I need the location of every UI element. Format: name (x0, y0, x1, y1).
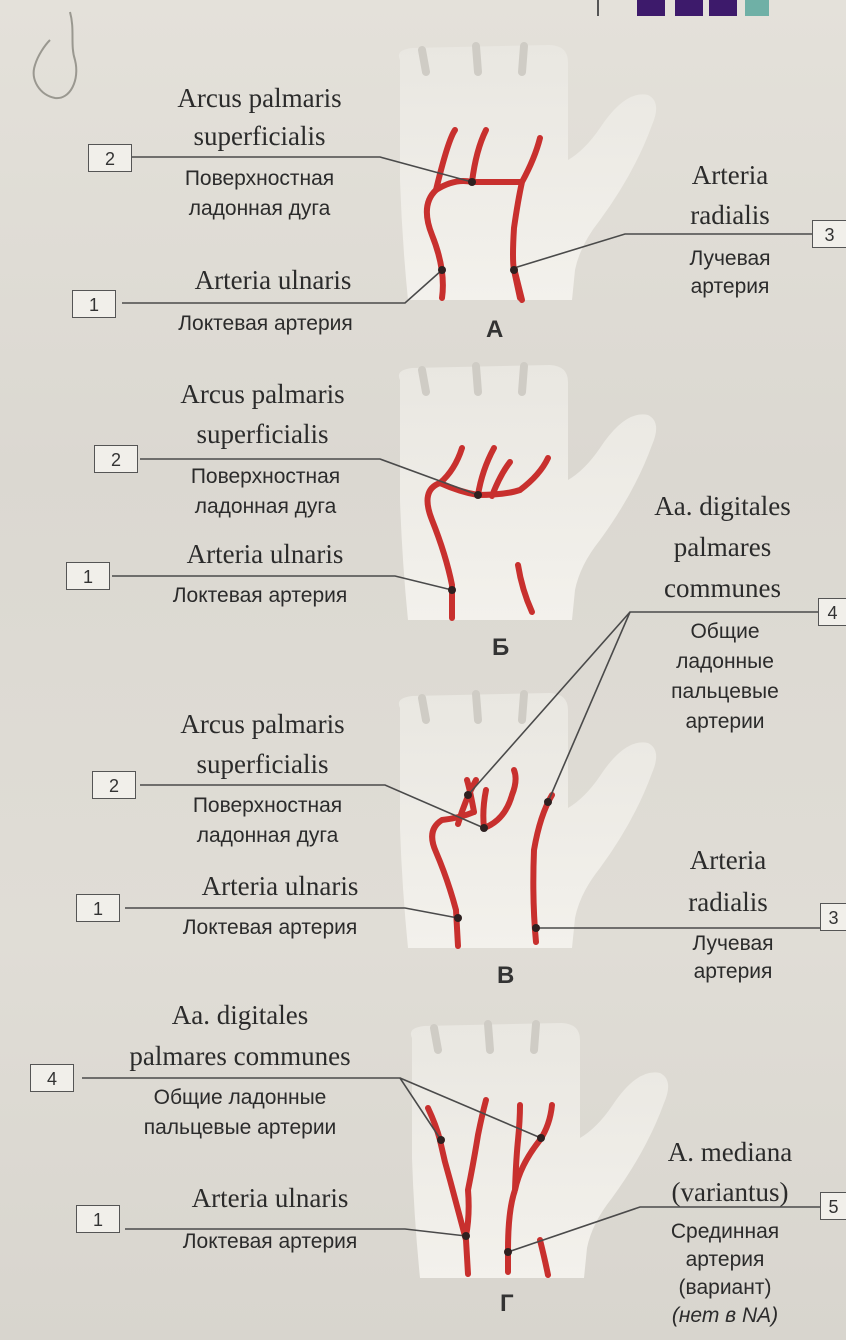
label-russian: Локтевая артерия (135, 1228, 405, 1256)
label-russian: ладонная дуга (148, 493, 383, 521)
label-russian: Срединная (650, 1218, 800, 1245)
label-latin: superficialis (155, 746, 370, 783)
label-latin: palmares communes (90, 1038, 390, 1075)
panel-letter: А (486, 316, 503, 344)
label-latin: Arcus palmaris (152, 80, 367, 117)
label-latin: A. mediana (645, 1134, 815, 1171)
label-number-box: 2 (92, 771, 136, 799)
label-russian: Поверхностная (148, 463, 383, 491)
label-russian: Общие (650, 618, 800, 645)
label-number-box: 1 (72, 290, 116, 318)
label-latin: superficialis (155, 416, 370, 453)
label-russian: ладонная дуга (150, 822, 385, 850)
label-latin: Aa. digitales (140, 997, 340, 1034)
label-number-box: 3 (812, 220, 846, 248)
label-russian: пальцевые (650, 678, 800, 705)
label-russian: Поверхностная (142, 165, 377, 193)
label-latin: (variantus) (645, 1174, 815, 1211)
label-latin: communes (635, 570, 810, 607)
panel-letter: Б (492, 634, 509, 662)
label-latin: Arteria (670, 157, 790, 194)
label-latin: superficialis (152, 118, 367, 155)
label-russian: ладонные (650, 648, 800, 675)
label-russian: Локтевая артерия (125, 582, 395, 610)
label-latin: Arteria ulnaris (155, 868, 405, 905)
panel-letter: В (497, 962, 514, 990)
label-russian: артерия (665, 273, 795, 300)
label-russian: Локтевая артерия (133, 310, 398, 338)
label-latin: radialis (668, 884, 788, 921)
label-latin: palmares (635, 529, 810, 566)
label-russian: Общие ладонные (100, 1084, 380, 1112)
hand-b (399, 365, 656, 620)
label-number-box: 1 (76, 894, 120, 922)
label-russian: Поверхностная (150, 792, 385, 820)
label-russian: артерия (650, 1246, 800, 1273)
label-latin: Arteria ulnaris (145, 1180, 395, 1217)
label-number-box: 1 (76, 1205, 120, 1233)
label-latin: radialis (670, 197, 790, 234)
panel-letter: Г (500, 1290, 514, 1318)
label-latin: Arcus palmaris (155, 376, 370, 413)
label-russian: артерия (668, 958, 798, 985)
label-number-box: 3 (820, 903, 846, 931)
label-latin: Arcus palmaris (155, 706, 370, 743)
label-number-box: 1 (66, 562, 110, 590)
label-latin: Arteria ulnaris (148, 262, 398, 299)
label-russian: Лучевая (668, 930, 798, 957)
label-russian: (вариант) (650, 1274, 800, 1301)
label-russian: ладонная дуга (142, 195, 377, 223)
label-russian: Локтевая артерия (135, 914, 405, 942)
label-number-box: 4 (818, 598, 846, 626)
label-latin: Aa. digitales (635, 488, 810, 525)
label-russian: (нет в NA) (650, 1302, 800, 1329)
label-number-box: 4 (30, 1064, 74, 1092)
label-number-box: 2 (88, 144, 132, 172)
label-russian: Лучевая (665, 245, 795, 272)
label-russian: артерии (650, 708, 800, 735)
label-number-box: 5 (820, 1192, 846, 1220)
label-latin: Arteria ulnaris (140, 536, 390, 573)
label-russian: пальцевые артерии (90, 1114, 390, 1142)
label-latin: Arteria (668, 842, 788, 879)
label-number-box: 2 (94, 445, 138, 473)
